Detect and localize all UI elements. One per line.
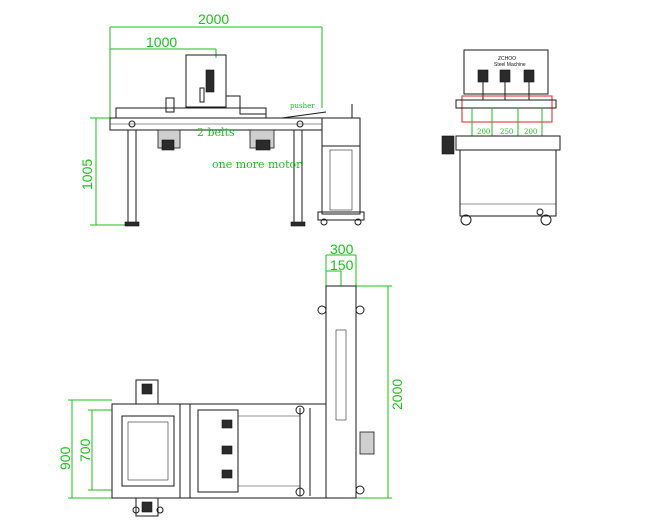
pusher-cabinet [321,145,361,215]
foot-left [124,221,140,227]
brand-line-1: ZCHOO [498,56,516,62]
dim-gap-1: 200 [477,128,490,136]
wheel-right [540,214,552,226]
pusher-conveyor [325,285,357,499]
top-motor-upper [135,379,159,405]
side-view: ZCHOO Steel Machine 200 250 200 [441,49,561,226]
wheel-left [460,214,472,226]
print-heads [477,69,535,100]
top-dimensions [68,254,392,499]
dim-width-150: 150 [330,257,354,273]
dim-width-300: 300 [330,241,354,257]
leg-left [127,129,137,225]
top-pusher-motor [359,431,375,455]
pusher-cabinet-top [321,117,361,147]
print-bed [121,415,175,487]
front-view: 2000 1000 1005 2 belts [79,11,365,227]
dim-gap-2: 250 [500,128,513,136]
dim-total-length: 2000 [198,11,229,27]
main-conveyor [111,403,327,499]
print-head [205,69,215,93]
dim-half-length: 1000 [146,34,177,50]
pusher-base [317,211,365,221]
control-box [225,95,241,109]
head-cable [199,87,205,103]
leg-right [293,129,303,225]
conveyor-cover [115,107,267,119]
print-head-housing [185,54,227,108]
roller-right [296,120,304,128]
gantry-frame [463,49,549,95]
foot-right [290,221,306,227]
note-belts: 2 belts [197,126,235,139]
side-frame [459,149,557,217]
motor-left-gear [161,139,175,151]
brand-line-2: Steel Machine [494,62,526,68]
dim-length-2000: 2000 [389,379,405,410]
side-motor [441,135,455,155]
belt-section [197,409,239,493]
conveyor-table [455,135,561,151]
dim-width-900: 900 [57,446,73,470]
note-pusher: pusher [290,102,315,110]
roller-left [128,120,136,128]
highlight-zone [461,95,553,123]
pusher-arm [281,111,327,119]
dim-height: 1005 [79,159,95,190]
upper-panel [239,107,267,115]
top-view: 300 150 2000 900 700 [57,241,405,517]
dim-width-700: 700 [77,438,93,462]
front-dimensions [90,26,323,226]
dim-gap-3: 200 [524,128,537,136]
guide-rail [455,99,557,109]
note-motor: one more motor [212,158,302,171]
motor-right-gear [255,139,271,151]
cable-box [165,97,175,113]
